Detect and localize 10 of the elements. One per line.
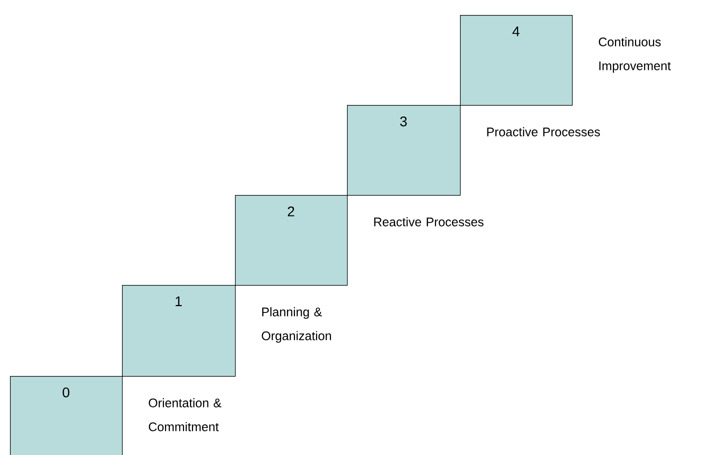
step-label: Reactive Processes: [374, 217, 484, 226]
step-box: 1: [122, 284, 236, 377]
step-label: Proactive Processes: [487, 127, 600, 136]
step-box: 2: [235, 194, 348, 286]
step-label: Continuous Improvement: [598, 37, 671, 73]
step-label: Planning & Organization: [262, 307, 331, 343]
step-box: 3: [347, 105, 461, 196]
step-box: 4: [460, 14, 573, 106]
step-label: Orientation & Commitment: [148, 398, 222, 432]
step-box: 0: [10, 376, 123, 455]
